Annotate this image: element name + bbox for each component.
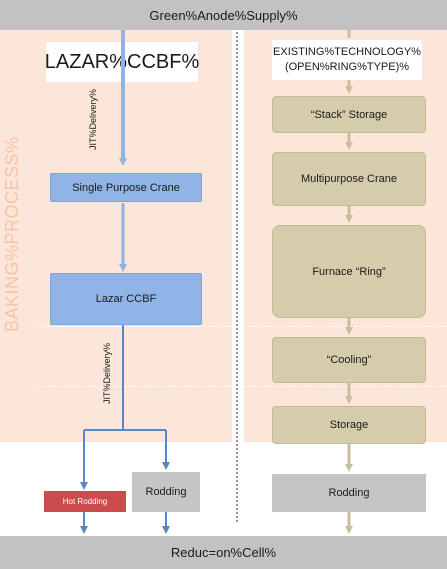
rodding-box-left: Rodding	[132, 472, 200, 512]
stack-storage-box: “Stack” Storage	[272, 96, 426, 133]
jit-delivery-label-upper: JIT%Delivery%	[88, 88, 98, 150]
existing-technology-title-line1: EXISTING%TECHNOLOGY%	[273, 46, 421, 58]
existing-technology-title-line2: (OPEN%RING%TYPE)%	[284, 61, 410, 73]
cooling-box: “Cooling”	[272, 337, 426, 383]
existing-technology-title: EXISTING%TECHNOLOGY% (OPEN%RING%TYPE)%	[272, 40, 422, 80]
single-purpose-crane-box: Single Purpose Crane	[50, 173, 202, 202]
green-anode-supply-bar: Green%Anode%Supply%	[0, 0, 447, 30]
baking-process-region-left	[0, 30, 232, 442]
rodding-box-right: Rodding	[272, 474, 426, 512]
lazar-ccbf-box: Lazar CCBF	[50, 273, 202, 325]
multipurpose-crane-box: Multipurpose Crane	[272, 152, 426, 206]
reduction-cell-bar: Reduc=on%Cell%	[0, 536, 447, 569]
column-divider	[236, 32, 238, 522]
storage-box: Storage	[272, 406, 426, 444]
section-divider-upper	[38, 326, 447, 327]
section-divider-lower	[38, 386, 447, 387]
furnace-ring-box: Furnace “Ring”	[272, 225, 426, 318]
jit-delivery-label-lower: JIT%Delivery%	[102, 342, 112, 404]
hot-rodding-box: Hot Rodding	[44, 491, 126, 512]
